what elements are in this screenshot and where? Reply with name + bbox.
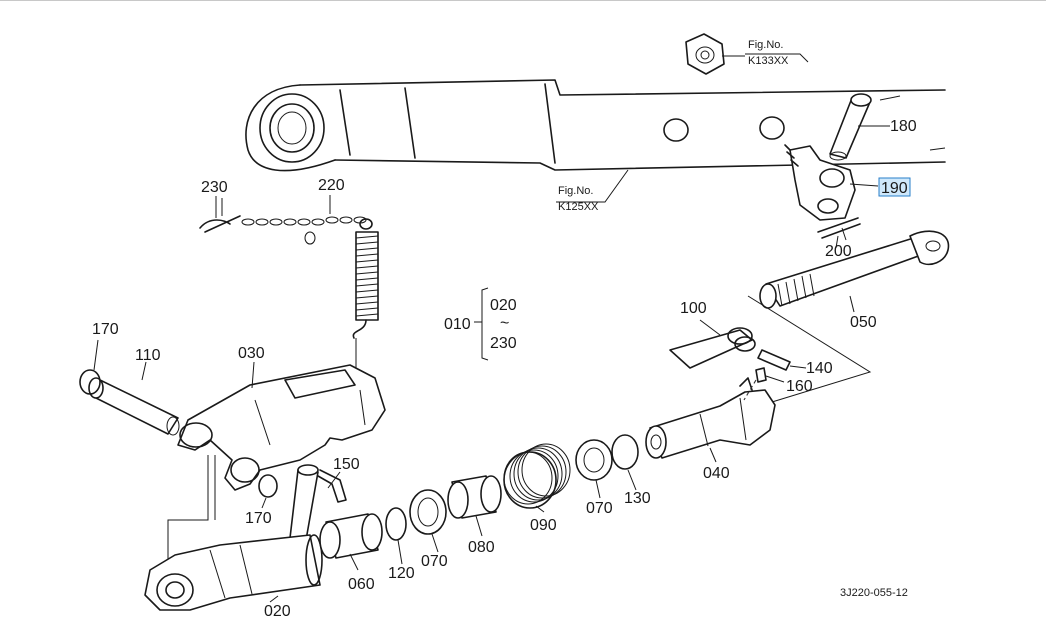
callout-160[interactable]: 160 xyxy=(786,378,813,395)
fig-ref-k133[interactable]: Fig.No. K133XX xyxy=(745,39,809,67)
drawing-code: 3J220-055-12 xyxy=(840,587,908,599)
callout-080[interactable]: 080 xyxy=(468,539,495,556)
swivel-020 xyxy=(144,534,323,611)
callout-range-tilde: ~ xyxy=(500,315,509,332)
ring-120 xyxy=(385,507,407,541)
callout-200[interactable]: 200 xyxy=(825,243,852,260)
callout-040[interactable]: 040 xyxy=(703,465,730,482)
callout-060[interactable]: 060 xyxy=(348,576,375,593)
fig-ref-code: K133XX xyxy=(748,55,789,67)
bushing-070-b xyxy=(575,439,613,481)
clevis-190 xyxy=(784,144,879,221)
nipple-160 xyxy=(743,367,785,401)
callout-090[interactable]: 090 xyxy=(530,517,557,534)
callout-110[interactable]: 110 xyxy=(135,347,161,364)
cotter-200 xyxy=(817,217,861,241)
callout-150[interactable]: 150 xyxy=(333,456,360,473)
callout-120[interactable]: 120 xyxy=(388,565,415,582)
callout-010[interactable]: 010 xyxy=(444,316,471,333)
callout-range-start[interactable]: 020 xyxy=(490,297,517,314)
callout-130[interactable]: 130 xyxy=(624,490,651,507)
pin-110 xyxy=(88,377,180,436)
fig-ref-label: Fig.No. xyxy=(748,39,783,51)
nut-part xyxy=(685,33,745,75)
ring-130 xyxy=(611,434,639,470)
callout-020[interactable]: 020 xyxy=(264,603,291,620)
callout-180[interactable]: 180 xyxy=(890,118,917,135)
callout-labels: 010 020 ~ 230 230 220 170 110 030 150 17… xyxy=(92,118,917,620)
bushing-070-a xyxy=(409,489,447,535)
callout-190[interactable]: 190 xyxy=(881,180,908,197)
callout-170-b[interactable]: 170 xyxy=(245,510,272,527)
top-border xyxy=(0,0,1046,1)
sleeve-080 xyxy=(447,475,502,519)
fig-ref-code: K125XX xyxy=(558,201,599,213)
spring-220 xyxy=(352,218,379,372)
fig-ref-k125[interactable]: Fig.No. K125XX xyxy=(556,169,629,213)
pin-180 xyxy=(829,93,890,161)
lower-link-030 xyxy=(177,364,386,491)
pin-150 xyxy=(289,464,347,541)
fig-ref-label: Fig.No. xyxy=(558,185,593,197)
callout-highlight xyxy=(878,177,911,197)
spring-090 xyxy=(503,443,571,509)
callout-030[interactable]: 030 xyxy=(238,345,265,362)
tube-040 xyxy=(645,377,776,459)
clip-170-b xyxy=(258,474,278,509)
callout-050[interactable]: 050 xyxy=(850,314,877,331)
callout-070-a[interactable]: 070 xyxy=(421,553,448,570)
callout-230[interactable]: 230 xyxy=(201,179,228,196)
chain-assembly xyxy=(199,195,367,245)
rod-050 xyxy=(759,230,950,309)
callout-220[interactable]: 220 xyxy=(318,177,345,194)
pin-100 xyxy=(669,319,756,369)
callout-070-b[interactable]: 070 xyxy=(586,500,613,517)
pin-140 xyxy=(757,349,807,371)
lift-arm xyxy=(245,79,946,172)
callout-140[interactable]: 140 xyxy=(806,360,833,377)
callout-170-a[interactable]: 170 xyxy=(92,321,119,338)
callout-range-end[interactable]: 230 xyxy=(490,335,517,352)
sleeve-060 xyxy=(319,513,383,559)
group-bracket xyxy=(474,287,489,361)
clip-170-a xyxy=(79,339,101,395)
callout-100[interactable]: 100 xyxy=(680,300,707,317)
